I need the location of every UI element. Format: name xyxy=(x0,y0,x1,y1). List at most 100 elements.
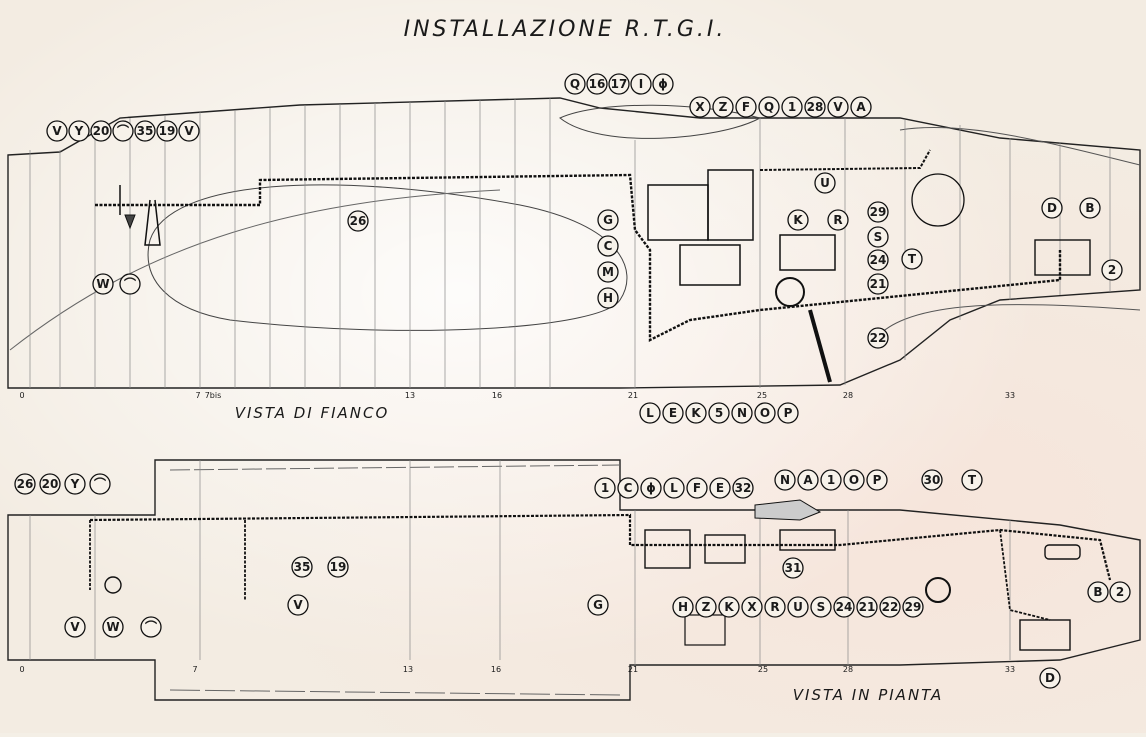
plan-upper-wing-edge xyxy=(169,464,621,471)
callout-text: ⌒ xyxy=(93,476,106,491)
station-number: 13 xyxy=(405,391,415,400)
callout-label: Y xyxy=(68,120,90,142)
callout-label: N xyxy=(774,469,796,491)
callout-circle xyxy=(39,473,61,495)
callout-text: A xyxy=(856,100,866,114)
callout-text: G xyxy=(603,213,613,227)
plan-cable-branch xyxy=(89,520,1051,621)
callout-text: 19 xyxy=(330,560,347,574)
callout-circle xyxy=(102,616,124,638)
callout-circle xyxy=(587,594,609,616)
plan-floor-box xyxy=(684,614,726,646)
station-number: 16 xyxy=(492,391,502,400)
callout-text: U xyxy=(793,600,803,614)
callout-circle xyxy=(777,402,799,424)
callout-text: I xyxy=(639,77,643,91)
callout-circle xyxy=(741,596,763,618)
callout-text: 28 xyxy=(807,100,824,114)
callout-circle xyxy=(867,273,889,295)
callout-circle xyxy=(291,556,313,578)
callout-label: V xyxy=(287,594,309,616)
callout-circle xyxy=(708,402,730,424)
callout-label: I xyxy=(630,73,652,95)
callout-text: D xyxy=(1045,671,1055,685)
callout-label: 24 xyxy=(833,596,855,618)
callout-circle xyxy=(1079,197,1101,219)
callout-circle xyxy=(46,120,68,142)
callout-circle xyxy=(662,402,684,424)
callout-circle xyxy=(685,402,707,424)
callout-label: 24 xyxy=(867,249,889,271)
callout-circle xyxy=(90,120,112,142)
callout-text: H xyxy=(603,291,613,305)
callout-label: 16 xyxy=(586,73,608,95)
callout-circle xyxy=(833,596,855,618)
callout-text: 22 xyxy=(870,331,887,345)
callout-circle xyxy=(608,73,630,95)
callout-text: F xyxy=(742,100,750,114)
side-cable-upper xyxy=(759,149,931,171)
callout-label: B xyxy=(1087,581,1109,603)
callout-text: V xyxy=(293,598,303,612)
callout-label: G xyxy=(597,209,619,231)
callout-label: R xyxy=(764,596,786,618)
callout-label: M xyxy=(597,261,619,283)
callout-circle xyxy=(140,616,162,638)
callout-label: P xyxy=(866,469,888,491)
callout-circle xyxy=(810,596,832,618)
callout-circle xyxy=(617,477,639,499)
station-number: 25 xyxy=(757,391,767,400)
callout-circle xyxy=(586,73,608,95)
callout-text: K xyxy=(724,600,734,614)
callout-circle xyxy=(594,477,616,499)
callout-label: P xyxy=(777,402,799,424)
side-microphone xyxy=(124,214,136,230)
callout-label: T xyxy=(961,469,983,491)
plan-tail-box-d xyxy=(1019,619,1071,651)
callout-text: 2 xyxy=(1108,263,1116,277)
callout-label: ⌒ xyxy=(112,120,134,142)
callout-text: L xyxy=(646,406,654,420)
plan-headset-loop xyxy=(104,576,122,594)
callout-circle xyxy=(663,477,685,499)
callout-label: W xyxy=(92,273,114,295)
side-equipment-rack-4 xyxy=(779,234,836,271)
callout-label: 30 xyxy=(921,469,943,491)
station-number: 21 xyxy=(628,665,638,674)
plan-equipment-3 xyxy=(779,529,836,551)
callout-text: 5 xyxy=(715,406,723,420)
callout-text: Y xyxy=(70,477,80,491)
callout-label: K xyxy=(718,596,740,618)
callout-circle xyxy=(178,120,200,142)
callout-circle xyxy=(92,273,114,295)
callout-text: D xyxy=(1047,201,1057,215)
callout-circle xyxy=(754,402,776,424)
callout-text: 24 xyxy=(870,253,887,267)
plan-tail-box-b xyxy=(1044,544,1081,560)
callout-circle xyxy=(732,477,754,499)
callout-label: O xyxy=(754,402,776,424)
callout-circle xyxy=(64,616,86,638)
callout-text: 35 xyxy=(294,560,311,574)
callout-circle xyxy=(1109,581,1131,603)
callout-text: C xyxy=(624,481,633,495)
callout-label: N xyxy=(731,402,753,424)
callout-text: V xyxy=(52,124,62,138)
callout-circle xyxy=(597,287,619,309)
callout-circle xyxy=(639,402,661,424)
callout-circle xyxy=(686,477,708,499)
callout-label: D xyxy=(1039,667,1061,689)
callout-circle xyxy=(709,477,731,499)
callout-circle xyxy=(804,96,826,118)
callout-label: F xyxy=(735,96,757,118)
callout-label: H xyxy=(597,287,619,309)
station-number: 7bis xyxy=(205,391,222,400)
plan-frames xyxy=(29,460,1011,665)
plan-loop-aerial xyxy=(925,577,951,603)
callout-circle xyxy=(901,248,923,270)
callout-text: 29 xyxy=(905,600,922,614)
callout-text: 21 xyxy=(870,277,887,291)
callout-text: E xyxy=(716,481,724,495)
